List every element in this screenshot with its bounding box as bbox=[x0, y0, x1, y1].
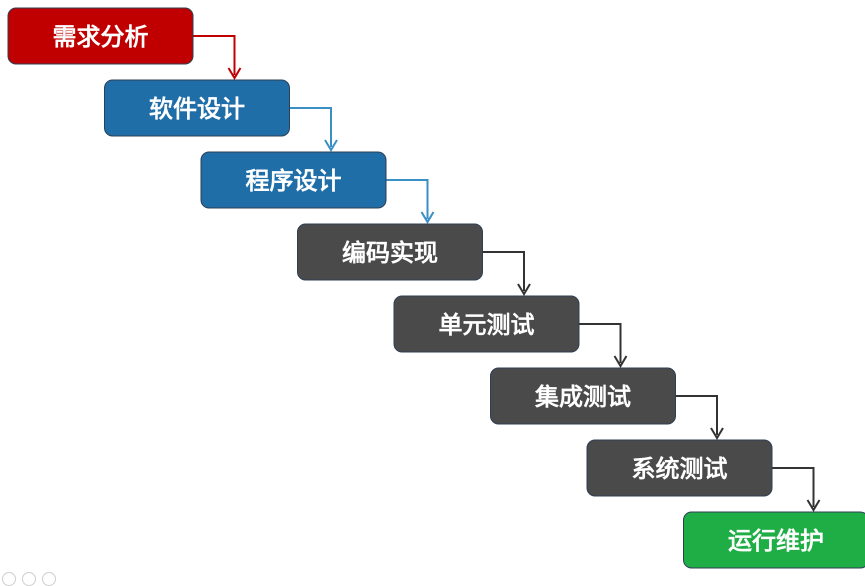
stage-box: 程序设计 bbox=[201, 152, 386, 208]
stage-label: 需求分析 bbox=[53, 23, 149, 51]
connector-arrow bbox=[483, 252, 531, 294]
corner-icons bbox=[0, 570, 72, 580]
stage-label: 软件设计 bbox=[149, 95, 245, 123]
stage-label: 系统测试 bbox=[632, 455, 728, 483]
stage-box: 集成测试 bbox=[491, 368, 676, 424]
connector-arrow bbox=[290, 108, 338, 150]
circle-icon bbox=[42, 572, 56, 586]
stage-box: 单元测试 bbox=[394, 296, 579, 352]
stage-box: 编码实现 bbox=[298, 224, 483, 280]
stage-label: 集成测试 bbox=[534, 383, 631, 411]
circle-icon bbox=[2, 572, 16, 586]
stage-label: 运行维护 bbox=[728, 527, 824, 555]
stage-label: 单元测试 bbox=[439, 311, 535, 339]
stage-box: 运行维护 bbox=[684, 512, 865, 568]
stage-label: 程序设计 bbox=[246, 167, 342, 195]
connector-arrow bbox=[386, 180, 434, 222]
stage-box: 软件设计 bbox=[105, 80, 290, 136]
connector-arrow bbox=[193, 36, 241, 78]
stage-label: 编码实现 bbox=[342, 239, 438, 267]
connector-arrow bbox=[579, 324, 627, 366]
circle-icon bbox=[22, 572, 36, 586]
stage-box: 需求分析 bbox=[8, 8, 193, 64]
connector-arrow bbox=[772, 468, 820, 510]
stage-box: 系统测试 bbox=[587, 440, 772, 496]
connector-arrow bbox=[676, 396, 724, 438]
